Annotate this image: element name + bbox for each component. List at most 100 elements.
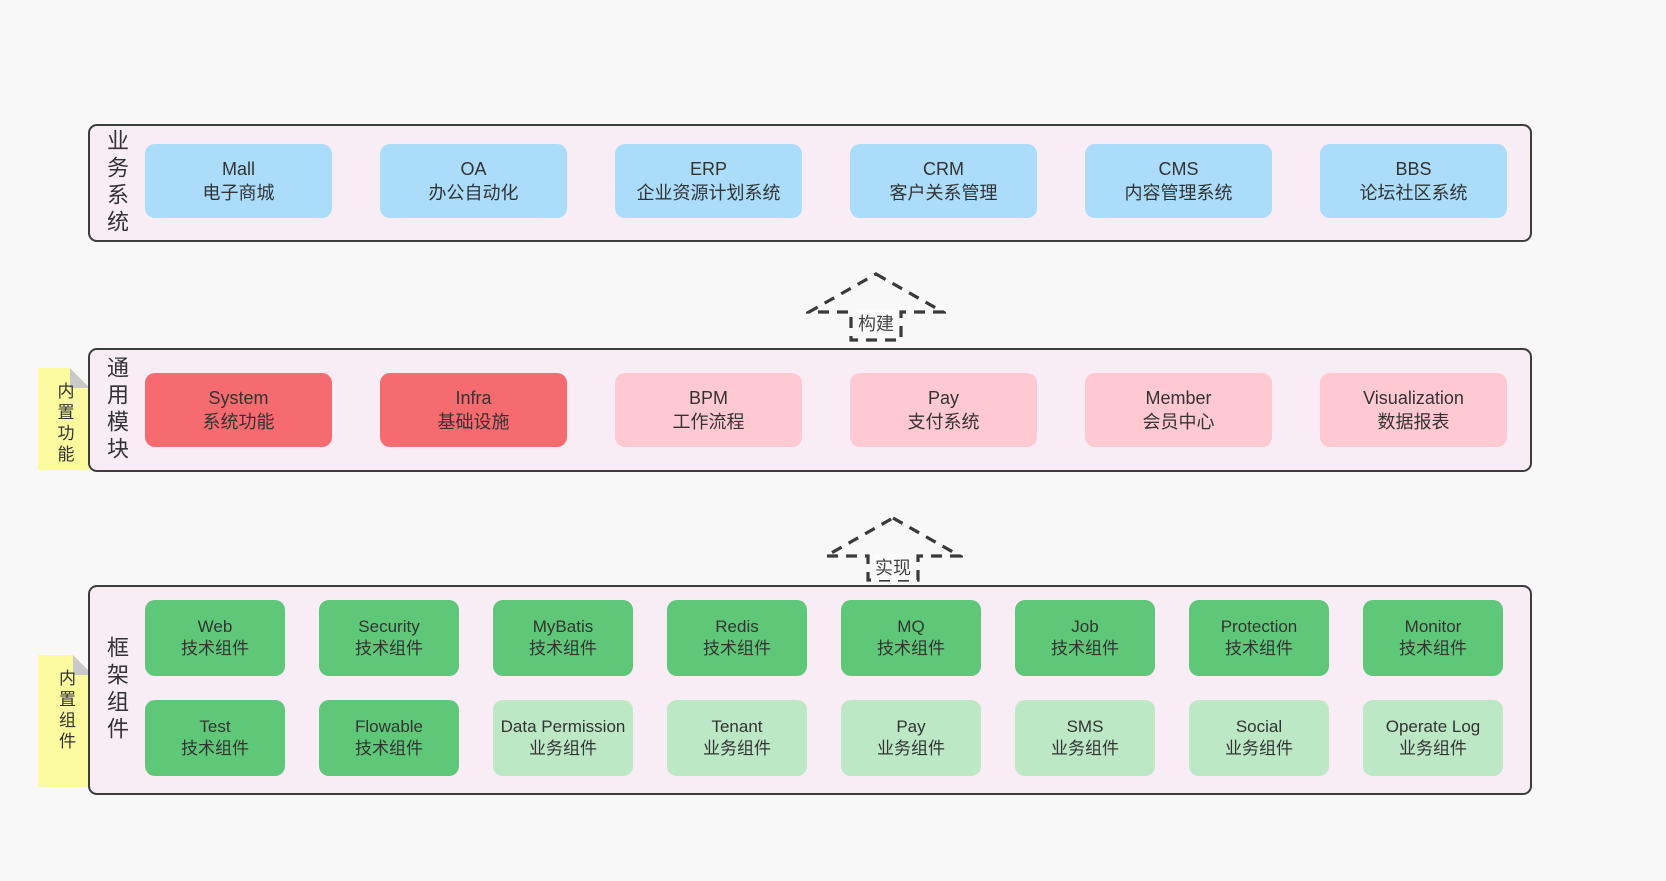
box-title: Pay — [896, 716, 926, 736]
box-subtitle: 技术组件 — [1051, 639, 1119, 658]
box-title: Tenant — [711, 716, 763, 736]
box-subtitle: 技术组件 — [355, 639, 423, 658]
box-monitor: Monitor 技术组件 — [1363, 600, 1503, 676]
arrow-build-up: 构建 — [806, 271, 946, 343]
box-subtitle: 论坛社区系统 — [1359, 183, 1468, 203]
layer-common-modules: 通用模块 System 系统功能 Infra 基础设施 BPM 工作流程 Pay 支付系统 Me… — [88, 348, 1532, 472]
box-title: Protection — [1220, 616, 1298, 636]
box-subtitle: 技术组件 — [181, 739, 249, 758]
box-subtitle: 技术组件 — [1399, 639, 1467, 658]
box-job: Job 技术组件 — [1015, 600, 1155, 676]
box-subtitle: 业务组件 — [1399, 739, 1467, 758]
box-title: SMS — [1066, 716, 1104, 736]
arrow-label: 构建 — [856, 310, 896, 336]
box-operate-log: Operate Log 业务组件 — [1363, 700, 1503, 776]
box-title: ERP — [689, 158, 727, 179]
box-title: CMS — [1158, 158, 1199, 179]
box-title: Redis — [715, 616, 759, 636]
box-subtitle: 内容管理系统 — [1124, 183, 1233, 203]
box-crm: CRM 客户关系管理 — [850, 144, 1037, 218]
box-subtitle: 业务组件 — [529, 739, 597, 758]
box-title: BBS — [1395, 158, 1432, 179]
box-title: Flowable — [354, 716, 424, 736]
box-subtitle: 业务组件 — [1051, 739, 1119, 758]
box-subtitle: 技术组件 — [181, 639, 249, 658]
box-title: Security — [358, 616, 420, 636]
box-subtitle: 技术组件 — [529, 639, 597, 658]
box-subtitle: 技术组件 — [703, 639, 771, 658]
box-bpm: BPM 工作流程 — [615, 373, 802, 447]
box-title: Infra — [455, 387, 492, 408]
box-mq: MQ 技术组件 — [841, 600, 981, 676]
box-title: MyBatis — [532, 616, 594, 636]
box-title: System — [208, 387, 269, 408]
box-mybatis: MyBatis 技术组件 — [493, 600, 633, 676]
box-oa: OA 办公自动化 — [380, 144, 567, 218]
box-title: MQ — [897, 616, 925, 636]
box-protection: Protection 技术组件 — [1189, 600, 1329, 676]
box-subtitle: 办公自动化 — [428, 183, 519, 203]
box-subtitle: 基础设施 — [437, 412, 510, 432]
box-cms: CMS 内容管理系统 — [1085, 144, 1272, 218]
box-title: Member — [1145, 387, 1212, 408]
layer-label: 业务系统 — [104, 129, 129, 237]
box-subtitle: 技术组件 — [355, 739, 423, 758]
box-subtitle: 客户关系管理 — [889, 183, 998, 203]
box-member: Member 会员中心 — [1085, 373, 1272, 447]
layer-label: 通用模块 — [104, 356, 129, 464]
arrow-implement-up: 实现 — [823, 515, 963, 583]
box-title: Visualization — [1363, 387, 1464, 408]
box-title: Social — [1235, 716, 1283, 736]
box-subtitle: 业务组件 — [1225, 739, 1293, 758]
block-arrow-up-icon — [806, 272, 946, 342]
note-text: 内置功能 — [54, 382, 74, 466]
sticky-note-builtin-components: 内置组件 — [38, 655, 93, 787]
box-subtitle: 工作流程 — [672, 412, 745, 432]
box-title: Monitor — [1404, 616, 1462, 636]
box-sms: SMS 业务组件 — [1015, 700, 1155, 776]
box-subtitle: 电子商城 — [202, 183, 275, 203]
box-pay: Pay 支付系统 — [850, 373, 1037, 447]
box-title: BPM — [688, 387, 728, 408]
box-title: Web — [197, 616, 233, 636]
box-subtitle: 业务组件 — [703, 739, 771, 758]
box-bbs: BBS 论坛社区系统 — [1320, 144, 1507, 218]
box-row: System 系统功能 Infra 基础设施 BPM 工作流程 Pay 支付系统 Member 会… — [145, 373, 1507, 447]
box-subtitle: 会员中心 — [1142, 412, 1215, 432]
box-title: Operate Log — [1385, 716, 1481, 736]
box-data-permission: Data Permission 业务组件 — [493, 700, 633, 776]
box-title: Pay — [927, 387, 960, 408]
box-system: System 系统功能 — [145, 373, 332, 447]
box-title: CRM — [923, 158, 964, 179]
box-flowable: Flowable 技术组件 — [319, 700, 459, 776]
box-subtitle: 技术组件 — [877, 639, 945, 658]
box-subtitle: 技术组件 — [1225, 639, 1293, 658]
box-security: Security 技术组件 — [319, 600, 459, 676]
box-subtitle: 数据报表 — [1377, 412, 1450, 432]
block-arrow-up-icon — [823, 516, 963, 582]
box-subtitle: 系统功能 — [202, 412, 275, 432]
box-subtitle: 业务组件 — [877, 739, 945, 758]
layer-label: 框架组件 — [104, 636, 129, 744]
box-redis: Redis 技术组件 — [667, 600, 807, 676]
note-text: 内置组件 — [56, 669, 75, 753]
box-subtitle: 支付系统 — [907, 412, 980, 432]
sticky-note-builtin-features: 内置功能 — [38, 368, 90, 470]
arrow-label: 实现 — [873, 554, 913, 580]
box-infra: Infra 基础设施 — [380, 373, 567, 447]
box-title: Data Permission — [500, 716, 626, 736]
box-pay: Pay 业务组件 — [841, 700, 981, 776]
box-title: Job — [1071, 616, 1099, 636]
box-visualization: Visualization 数据报表 — [1320, 373, 1507, 447]
box-title: OA — [460, 158, 487, 179]
box-title: Test — [199, 716, 231, 736]
box-tenant: Tenant 业务组件 — [667, 700, 807, 776]
